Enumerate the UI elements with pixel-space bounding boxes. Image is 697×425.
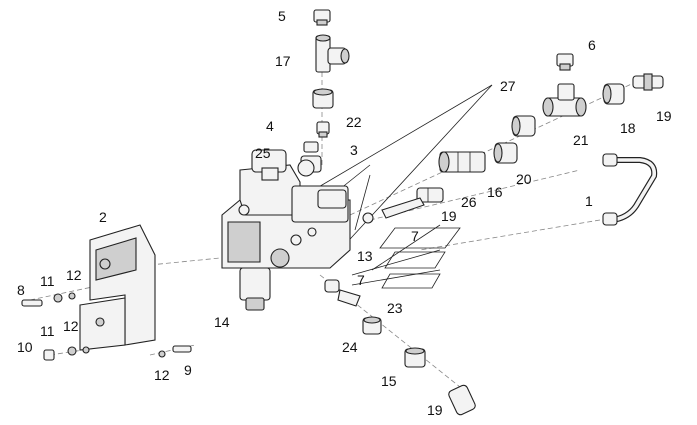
label-18: 18 — [620, 120, 636, 136]
label-19-bottom: 19 — [427, 402, 443, 418]
part-26-connector — [438, 151, 486, 173]
label-19-middle: 19 — [441, 208, 457, 224]
label-3: 3 — [350, 142, 358, 158]
label-6: 6 — [588, 37, 596, 53]
part-16-adapter — [493, 142, 518, 164]
part-22-nut — [312, 88, 334, 109]
part-24-fitting — [362, 316, 382, 335]
label-1: 1 — [585, 193, 593, 209]
label-7-bottom: 7 — [357, 272, 365, 288]
part-19-connector-middle — [416, 187, 444, 203]
part-23-elbow — [324, 279, 361, 307]
label-11-top: 11 — [40, 273, 55, 289]
label-23: 23 — [387, 300, 403, 316]
label-21: 21 — [573, 132, 589, 148]
main-valve-block — [221, 149, 351, 311]
part-1-pipe — [602, 153, 658, 226]
label-22: 22 — [346, 114, 362, 130]
label-25: 25 — [255, 145, 271, 161]
part-6-plug — [556, 53, 574, 71]
part-2-bracket — [79, 224, 156, 351]
label-20: 20 — [516, 171, 532, 187]
label-26: 26 — [461, 194, 477, 210]
label-19-top: 19 — [656, 108, 672, 124]
label-12-bottom: 12 — [154, 367, 170, 383]
part-21-tee-fitting — [542, 83, 587, 117]
part-5-plug — [313, 9, 331, 26]
label-2: 2 — [99, 209, 107, 225]
part-18-nut — [602, 83, 625, 105]
part-15-fitting — [404, 347, 426, 368]
label-11-bottom: 11 — [40, 323, 55, 339]
part-hose-segment — [362, 197, 425, 224]
part-20-adapter — [511, 115, 536, 137]
label-7-top: 7 — [411, 228, 419, 244]
label-15: 15 — [381, 373, 397, 389]
part-19-connector-bottom — [448, 384, 476, 416]
part-17-tee-fitting — [315, 34, 350, 73]
label-24: 24 — [342, 339, 358, 355]
label-10: 10 — [17, 339, 33, 355]
label-9: 9 — [184, 362, 192, 378]
label-17: 17 — [275, 53, 291, 69]
label-8: 8 — [17, 282, 25, 298]
part-4-fitting — [316, 121, 330, 138]
fasteners-left — [21, 292, 192, 361]
part-19-connector-top — [632, 73, 664, 91]
part-number-labels: 5 17 6 27 18 19 22 4 21 25 3 20 16 26 19… — [17, 8, 672, 418]
label-27: 27 — [500, 78, 516, 94]
label-4: 4 — [266, 118, 274, 134]
label-12-middle: 12 — [63, 318, 79, 334]
label-14: 14 — [214, 314, 230, 330]
label-12-top: 12 — [66, 267, 82, 283]
label-13: 13 — [357, 248, 373, 264]
label-5: 5 — [278, 8, 286, 24]
label-16: 16 — [487, 184, 503, 200]
